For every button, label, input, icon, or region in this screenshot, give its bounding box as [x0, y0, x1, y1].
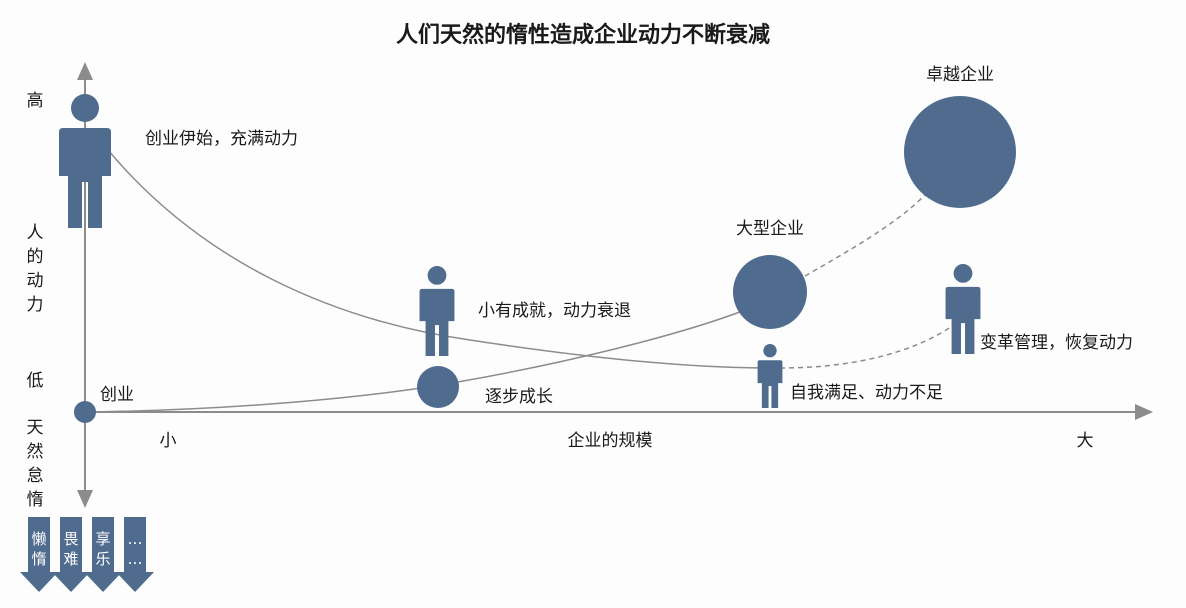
arrow-text: 乐 — [95, 550, 110, 568]
complacent-stage-label: 自我满足、动力不足 — [790, 383, 943, 403]
arrow-text: 惰 — [31, 550, 46, 568]
x-small-label: 小 — [160, 431, 177, 451]
excellent-company-label: 卓越企业 — [926, 65, 994, 85]
person-icon-start — [59, 94, 111, 228]
large-company-label: 大型企业 — [736, 219, 804, 239]
startup-label: 创业 — [100, 385, 134, 405]
startup-dot — [74, 401, 96, 423]
start-stage-label: 创业伊始，充满动力 — [145, 129, 298, 149]
down-arrow-icon — [20, 517, 58, 592]
growing-company-circle — [417, 366, 459, 408]
inertia-arrow-pleasure: 享 乐 — [84, 517, 122, 592]
y-axis-title-char: 力 — [27, 295, 44, 315]
inertia-arrows: 懒 惰 畏 难 享 乐 … … — [20, 517, 154, 592]
arrow-text: 畏 — [63, 530, 78, 548]
inertia-label-char: 惰 — [27, 490, 44, 510]
y-high-label: 高 — [27, 91, 44, 111]
arrow-text: 难 — [63, 550, 78, 568]
down-arrow-icon — [52, 517, 90, 592]
inertia-label-char: 天 — [27, 418, 44, 438]
excellence-curve — [804, 194, 926, 277]
reform-stage-label: 变革管理，恢复动力 — [980, 333, 1133, 353]
decline-stage-label: 小有成就，动力衰退 — [478, 301, 631, 321]
person-icon-complacent — [757, 344, 783, 408]
down-arrow-icon — [116, 517, 154, 592]
excellent-company-circle — [904, 96, 1016, 208]
inertia-arrow-laziness: 懒 惰 — [20, 517, 58, 592]
y-axis-title-char: 人 — [27, 223, 44, 243]
growth-label: 逐步成长 — [485, 387, 553, 407]
x-large-label: 大 — [1077, 431, 1094, 451]
motivation-curve — [107, 149, 771, 369]
y-axis-title-char: 动 — [27, 271, 44, 291]
inertia-label: 天 然 怠 惰 — [27, 418, 44, 510]
inertia-label-char: 然 — [27, 442, 44, 462]
person-icon-decline — [419, 266, 455, 356]
person-icon-reform — [945, 264, 981, 354]
growth-curve — [84, 309, 746, 413]
diagram-title: 人们天然的惰性造成企业动力不断衰减 — [396, 22, 770, 48]
arrow-text: … — [128, 550, 143, 568]
arrow-text: 享 — [95, 530, 110, 548]
inertia-arrow-fear: 畏 难 — [52, 517, 90, 592]
x-axis-title: 企业的规模 — [568, 431, 653, 451]
inertia-label-char: 怠 — [27, 466, 44, 486]
arrow-text: … — [128, 530, 143, 548]
y-axis-title: 人 的 动 力 — [27, 223, 44, 315]
motivation-recovery-curve — [779, 321, 959, 369]
inertia-arrow-etc: … … — [116, 517, 154, 592]
down-arrow-icon — [84, 517, 122, 592]
large-company-circle — [733, 255, 807, 329]
y-low-label: 低 — [27, 371, 44, 391]
arrow-text: 懒 — [31, 530, 46, 548]
y-axis-title-char: 的 — [27, 247, 44, 267]
